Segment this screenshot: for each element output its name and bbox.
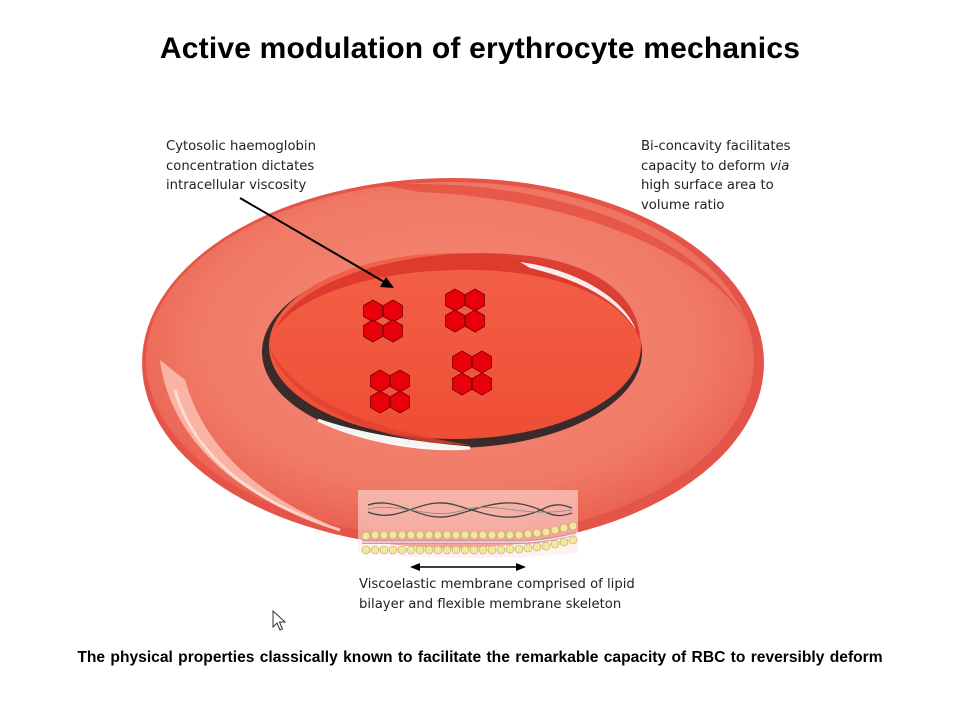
- membrane-annotation: Viscoelastic membrane comprised of lipid…: [359, 575, 635, 614]
- arrow-icon: [239, 197, 394, 288]
- double-arrow-icon: [410, 563, 526, 571]
- annotation-line: intracellular viscosity: [166, 178, 307, 193]
- slide-caption: The physical properties classically know…: [77, 649, 883, 666]
- annotation-line: capacity to deform via: [641, 157, 791, 177]
- annotation-italic-text: via: [769, 158, 790, 174]
- cell-concavity: [262, 253, 642, 451]
- annotation-text: capacity to deform: [641, 158, 770, 174]
- annotation-line: concentration dictates: [166, 158, 315, 174]
- mouse-cursor-icon: [272, 610, 287, 631]
- biconcavity-annotation: Bi-concavity facilitates capacity to def…: [641, 137, 791, 215]
- annotation-line: Viscoelastic membrane comprised of lipid: [359, 577, 635, 592]
- annotation-line: Bi-concavity facilitates: [641, 139, 791, 154]
- haemoglobin-annotation: Cytosolic haemoglobin concentration dict…: [166, 137, 316, 196]
- membrane-cross-section: [358, 490, 578, 559]
- annotation-line: high surface area to: [641, 178, 774, 193]
- slide-title: Active modulation of erythrocyte mechani…: [159, 32, 801, 65]
- annotation-line: bilayer and flexible membrane skeleton: [359, 596, 622, 612]
- red-blood-cell: [142, 178, 764, 548]
- annotation-line: Cytosolic haemoglobin: [166, 139, 316, 154]
- annotation-line: volume ratio: [641, 197, 725, 213]
